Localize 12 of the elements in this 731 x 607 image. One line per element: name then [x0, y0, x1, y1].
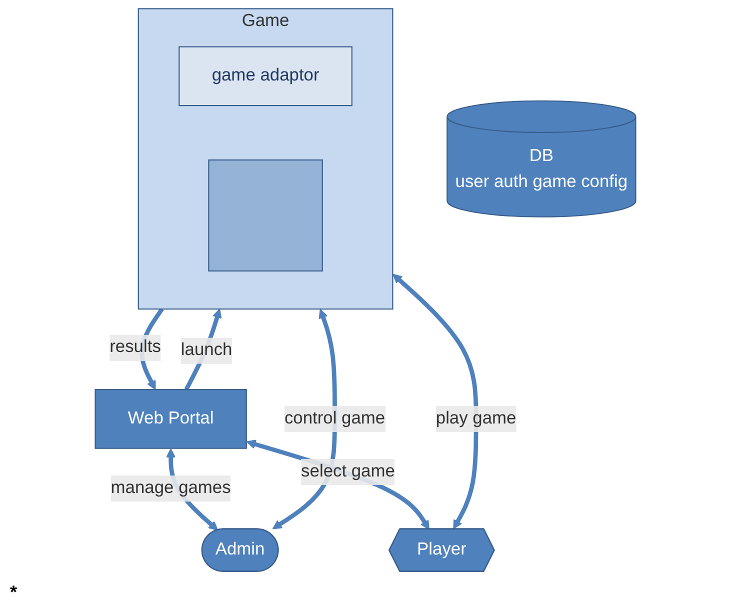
arrow	[246, 440, 430, 530]
node-box: Web Portal	[94, 389, 247, 449]
edge-label: results	[110, 338, 161, 357]
edge-label: play game	[436, 409, 516, 428]
node-box	[208, 159, 323, 272]
edge-label: select game	[301, 462, 395, 481]
edge-label: manage games	[110, 478, 231, 498]
node-box: game adaptor	[178, 46, 352, 106]
edge-label: control game	[284, 409, 386, 428]
edge-label: launch	[180, 341, 232, 360]
arrow	[392, 274, 478, 530]
footnote-mark: *	[10, 582, 18, 602]
